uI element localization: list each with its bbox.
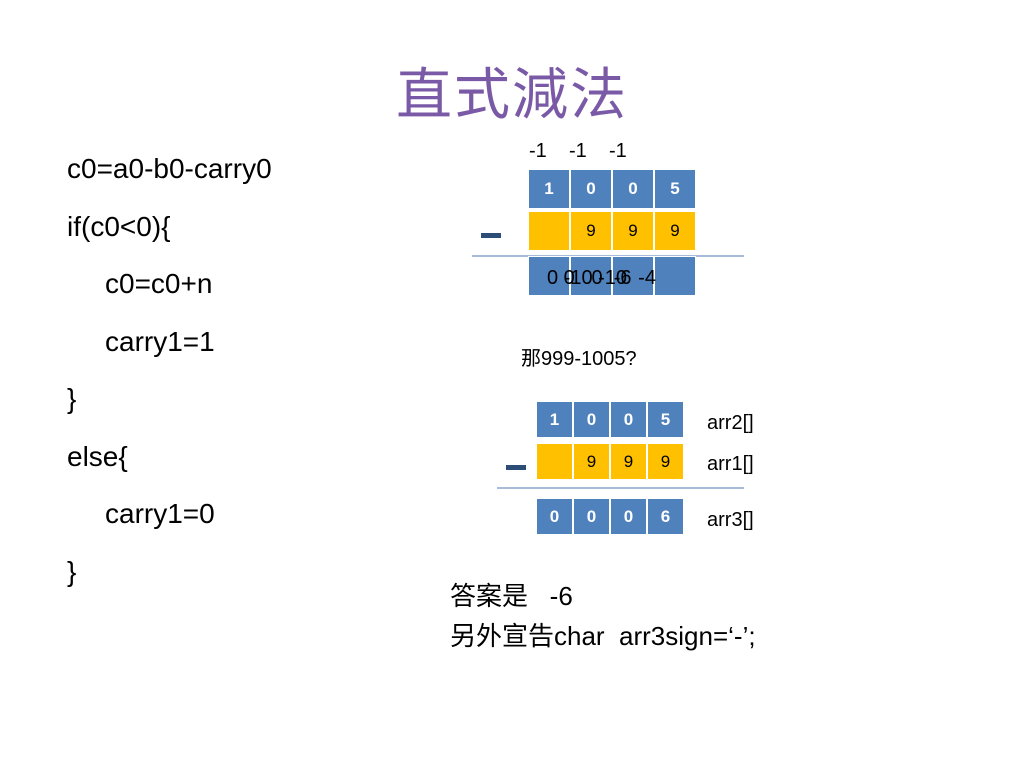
code-line: carry1=1 bbox=[105, 325, 215, 357]
code-line: if(c0<0){ bbox=[67, 210, 171, 242]
digit-cell: 6 bbox=[647, 498, 684, 535]
digit-cell: 9 bbox=[570, 211, 612, 251]
digit-cell: 9 bbox=[610, 443, 647, 480]
digit-cell: 0 bbox=[573, 498, 610, 535]
digit-cell: 0 bbox=[573, 401, 610, 438]
code-block: c0=a0-b0-carry0 if(c0<0){ c0=c0+n carry1=1}… bbox=[67, 140, 272, 600]
digit-cell: 0 bbox=[610, 401, 647, 438]
code-line: } bbox=[67, 383, 77, 414]
answer-line-2: 另外宣告char arr3sign=‘-’; bbox=[450, 621, 756, 651]
code-line: c0=a0-b0-carry0 bbox=[67, 153, 272, 184]
digit-cell: 0 bbox=[610, 498, 647, 535]
borrow-label: -1 bbox=[609, 140, 627, 162]
code-line: else{ bbox=[67, 440, 128, 472]
arr1-label: arr1[] bbox=[707, 453, 754, 475]
digit-cell: 1 bbox=[536, 401, 573, 438]
minus-sign-icon bbox=[506, 465, 526, 470]
digit-cell: 0 bbox=[612, 169, 654, 209]
question-text: 那999-1005? bbox=[521, 348, 637, 370]
divider-line bbox=[497, 487, 744, 489]
digit-cell bbox=[528, 256, 570, 296]
digit-cell: 9 bbox=[647, 443, 684, 480]
slide-title: 直式減法 bbox=[396, 63, 628, 128]
code-line: } bbox=[67, 555, 77, 587]
digit-cell: 9 bbox=[612, 211, 654, 251]
digit-cell: 5 bbox=[654, 169, 696, 209]
digit-cell: 9 bbox=[573, 443, 610, 480]
borrow-label: -1 bbox=[569, 140, 587, 162]
arr3-label: arr3[] bbox=[707, 509, 754, 531]
borrow-label: -1 bbox=[529, 140, 547, 162]
digit-cell: 0 bbox=[536, 498, 573, 535]
code-line: c0=c0+n bbox=[105, 268, 213, 299]
answer-line-1: 答案是 -6 bbox=[450, 581, 573, 611]
digit-cell bbox=[654, 256, 696, 296]
digit-cell bbox=[536, 443, 573, 480]
arr2-label: arr2[] bbox=[707, 412, 754, 434]
result-overlay-text: 0 -10 -10 -4 bbox=[547, 267, 656, 289]
result-overlay-text: 0 0 -6 bbox=[547, 267, 632, 289]
minus-sign-icon bbox=[481, 233, 501, 238]
digit-cell: 1 bbox=[528, 169, 570, 209]
code-line: carry1=0 bbox=[105, 498, 215, 529]
digit-cell: 0 bbox=[570, 169, 612, 209]
digit-cell bbox=[528, 211, 570, 251]
digit-cell bbox=[612, 256, 654, 296]
digit-cell: 5 bbox=[647, 401, 684, 438]
divider-line bbox=[472, 255, 744, 257]
digit-cell bbox=[570, 256, 612, 296]
digit-cell: 9 bbox=[654, 211, 696, 251]
